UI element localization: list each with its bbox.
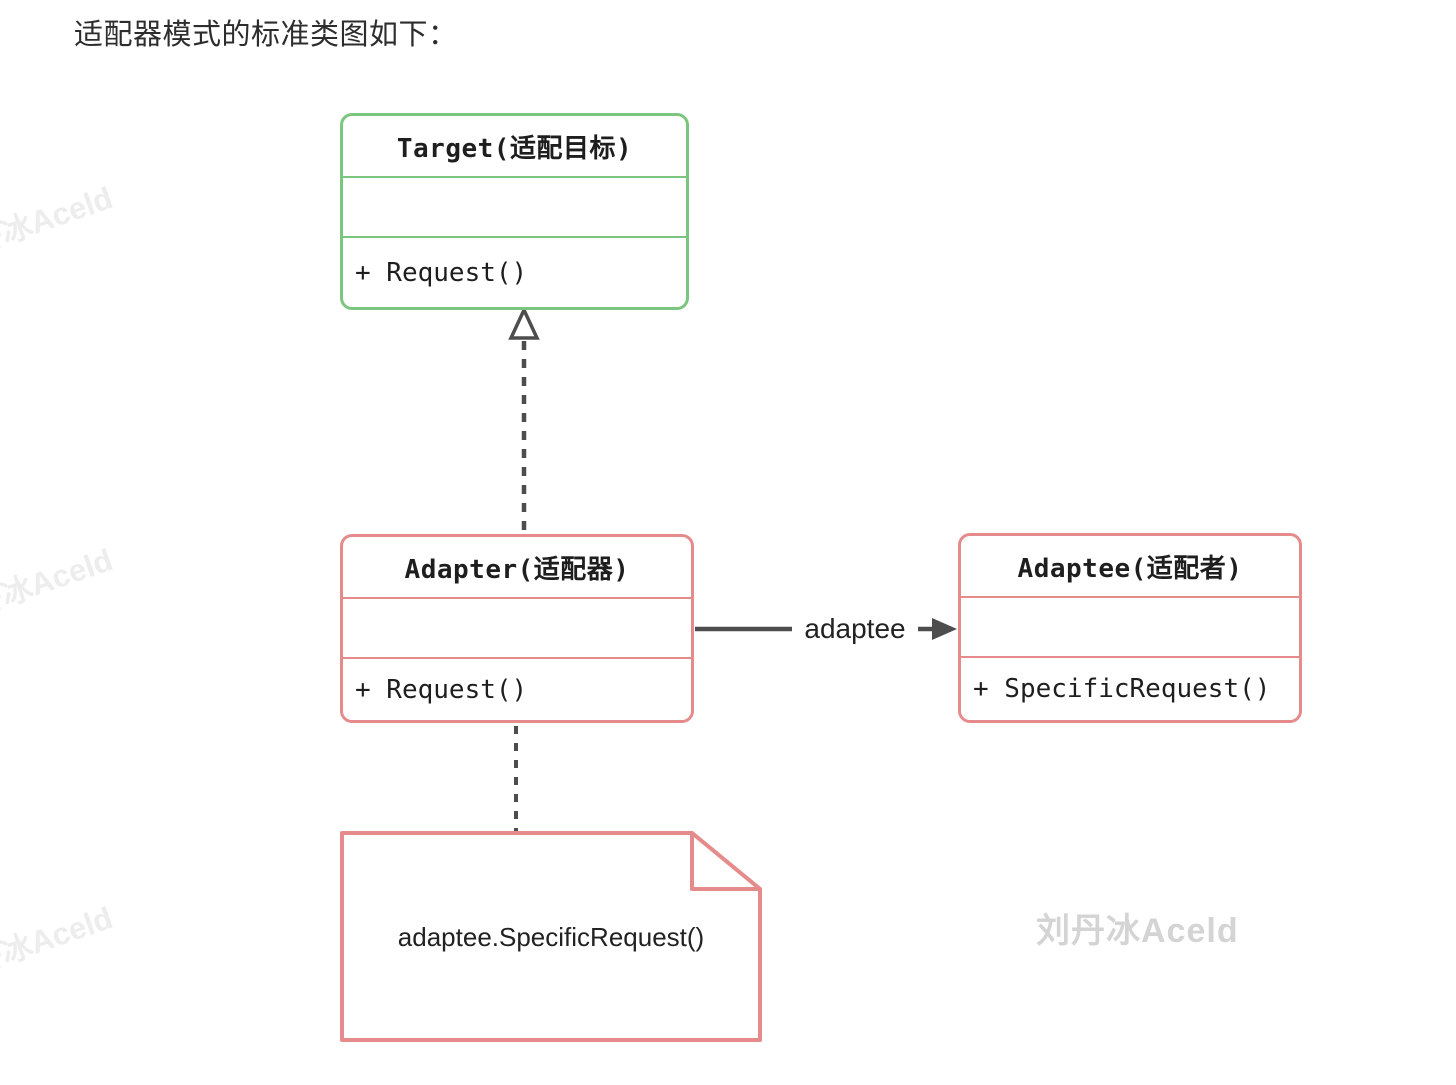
association-label: adaptee [792,611,918,647]
class-target-methods: + Request() [355,257,528,288]
class-adapter: Adapter(适配器) + Request() [340,534,694,723]
filled-triangle-arrowhead-icon [932,618,957,640]
class-adaptee-attributes [961,596,1299,658]
class-adaptee-name: Adaptee(适配者) [1017,553,1243,584]
note-body [340,831,762,1042]
note-fold-corner-icon [690,831,762,891]
class-adapter-attributes [343,597,691,659]
class-target: Target(适配目标) + Request() [340,113,689,310]
class-target-attributes [343,176,686,238]
hollow-triangle-arrowhead-icon [508,305,540,340]
class-adaptee-methods: + SpecificRequest() [973,674,1271,704]
note-text: adaptee.SpecificRequest() [397,922,705,952]
page-title: 适配器模式的标准类图如下： [74,19,458,51]
class-adaptee: Adaptee(适配者) + SpecificRequest() [958,533,1302,723]
watermark-main: 刘丹冰Aceld [1036,912,1239,950]
class-adapter-name: Adapter(适配器) [404,554,630,585]
class-adapter-methods: + Request() [355,674,528,705]
class-target-name: Target(适配目标) [396,133,633,164]
realization-arrow [508,305,540,532]
note-shape [340,831,762,1042]
